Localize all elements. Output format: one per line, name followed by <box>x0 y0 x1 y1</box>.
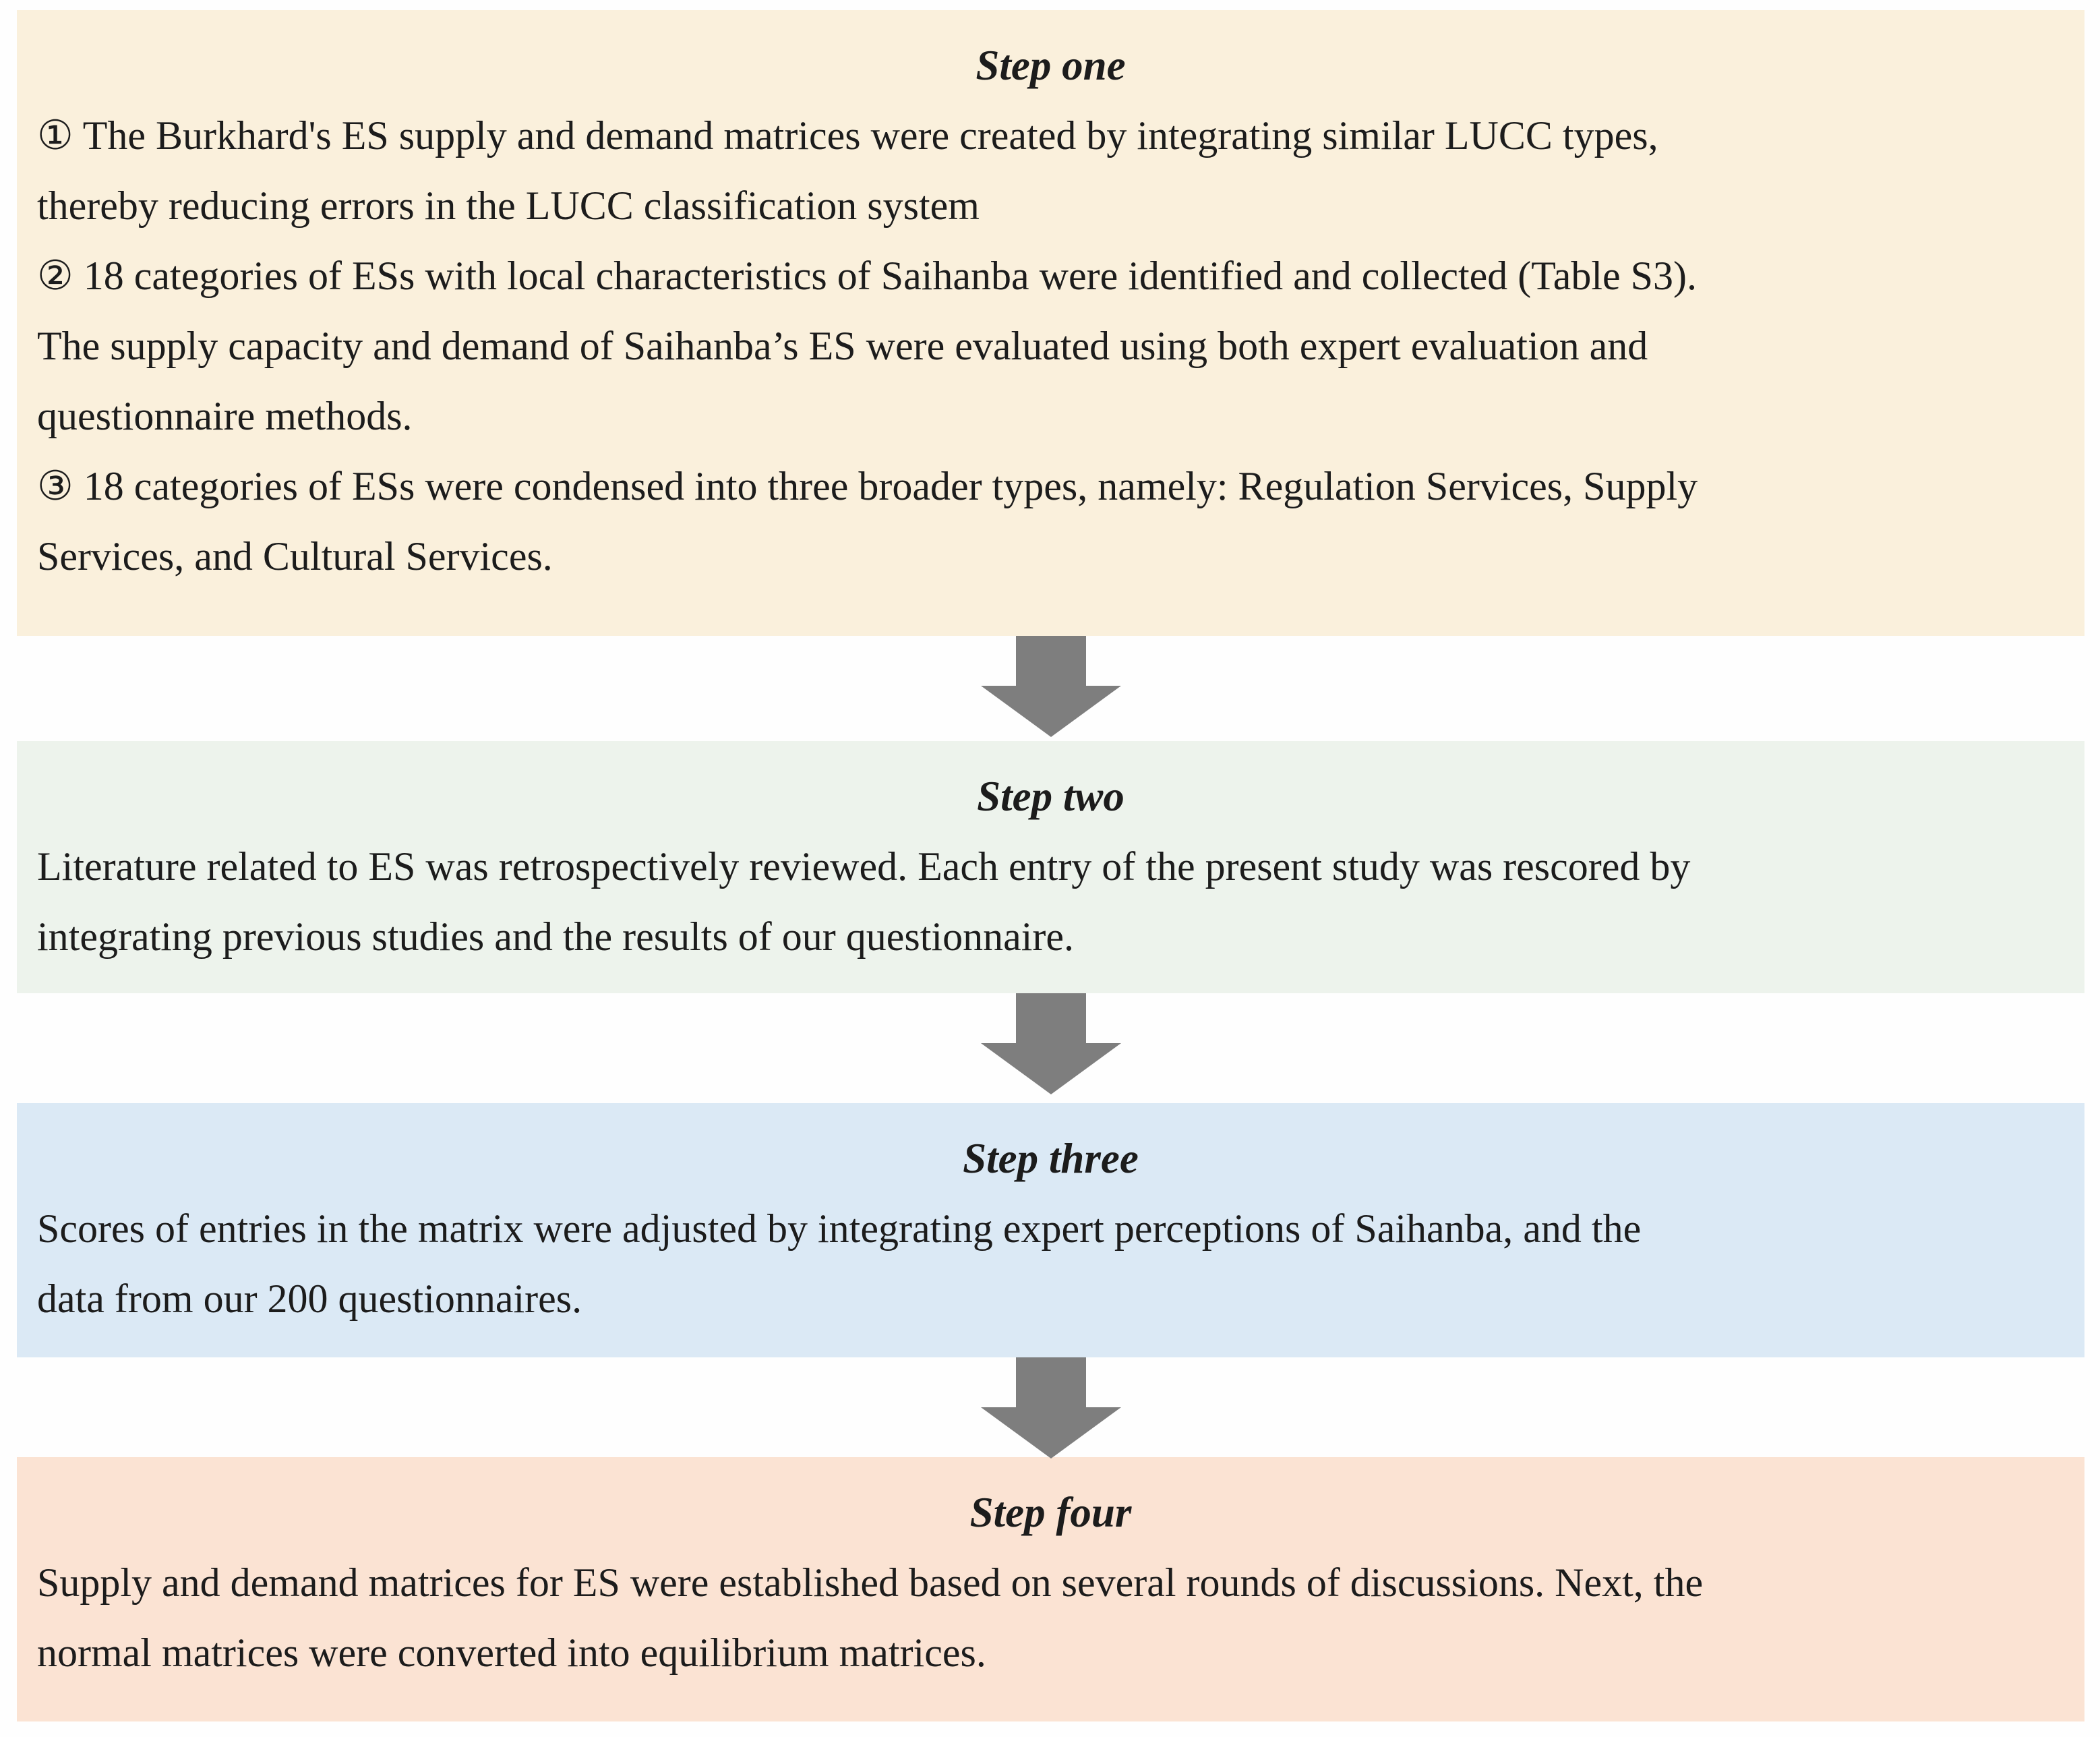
arrow-head <box>980 1043 1121 1094</box>
step-text-line: integrating previous studies and the res… <box>37 914 1074 959</box>
flow-gap <box>17 1357 2084 1459</box>
step-text-line: Services, and Cultural Services. <box>37 534 553 579</box>
step-four-block: Step four Supply and demand matrices for… <box>17 1457 2084 1721</box>
step-two-title: Step two <box>977 773 1124 820</box>
down-arrow-icon <box>980 636 1121 737</box>
step-text-line: data from our 200 questionnaires. <box>37 1276 582 1321</box>
step-text-line: ② 18 categories of ESs with local charac… <box>37 254 1698 298</box>
step-text-line: Literature related to ES was retrospecti… <box>37 844 1691 889</box>
down-arrow-icon <box>980 993 1121 1094</box>
step-one-block: Step one ① The Burkhard's ES supply and … <box>17 10 2084 636</box>
arrow-head <box>980 1407 1121 1459</box>
step-text-line: Supply and demand matrices for ES were e… <box>37 1560 1704 1605</box>
step-four-title: Step four <box>969 1489 1132 1536</box>
flow-gap <box>17 636 2084 741</box>
flowchart-figure: Step one ① The Burkhard's ES supply and … <box>17 10 2084 1721</box>
step-text-line: Scores of entries in the matrix were adj… <box>37 1206 1642 1251</box>
arrow-shaft <box>1015 1357 1086 1407</box>
flow-gap <box>17 993 2084 1103</box>
step-three-block: Step three Scores of entries in the matr… <box>17 1103 2084 1357</box>
step-text-line: ③ 18 categories of ESs were condensed in… <box>37 464 1698 508</box>
step-text-line: ① The Burkhard's ES supply and demand ma… <box>37 113 1658 158</box>
step-three-title: Step three <box>963 1135 1139 1182</box>
arrow-shaft <box>1015 636 1086 686</box>
step-text-line: thereby reducing errors in the LUCC clas… <box>37 183 980 228</box>
arrow-head <box>980 686 1121 737</box>
step-text-line: questionnaire methods. <box>37 394 413 438</box>
arrow-shaft <box>1015 993 1086 1043</box>
step-two-block: Step two Literature related to ES was re… <box>17 741 2084 993</box>
step-text-line: normal matrices were converted into equi… <box>37 1630 986 1675</box>
step-text-line: The supply capacity and demand of Saihan… <box>37 324 1648 368</box>
down-arrow-icon <box>980 1357 1121 1459</box>
step-one-title: Step one <box>976 42 1126 89</box>
